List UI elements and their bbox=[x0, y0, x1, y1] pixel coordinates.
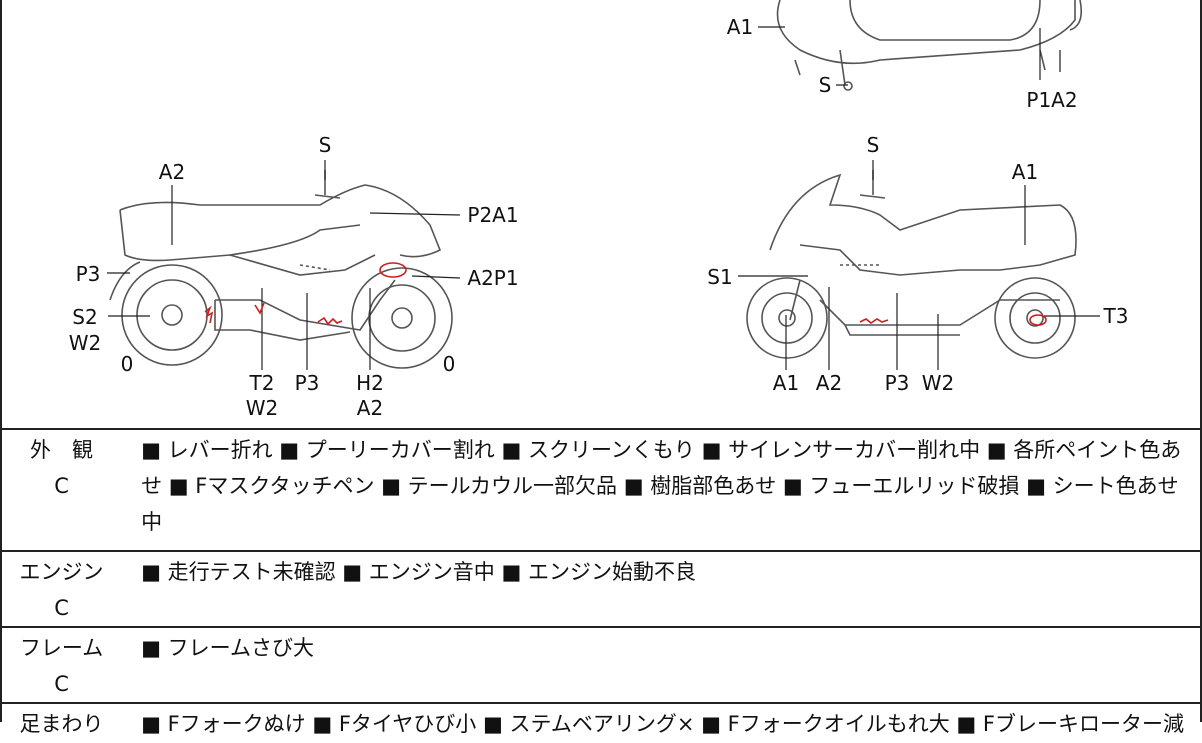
part-label: H2 bbox=[356, 371, 384, 395]
part-label: A1 bbox=[726, 15, 754, 39]
damage-diagram: A1 S P1A2 S A2 P2A1 P3 A2P1 S2 W2 0 0 T2… bbox=[68, 0, 1129, 420]
part-label: P1A2 bbox=[1026, 88, 1078, 112]
part-label: P3 bbox=[75, 262, 101, 286]
condition-row-frame: フレーム C ■ フレームさび大 bbox=[0, 626, 1202, 703]
condition-items: ■ レバー折れ ■ プーリーカバー割れ ■ スクリーンくもり ■ サイレンサーカ… bbox=[123, 428, 1202, 551]
leader-lines bbox=[107, 26, 1100, 370]
part-label: S bbox=[818, 73, 832, 97]
category-label: 外 観 bbox=[30, 438, 94, 462]
condition-items: ■ Fフォークぬけ ■ Fタイヤひび小 ■ ステムベアリング× ■ Fフォークオ… bbox=[123, 702, 1202, 743]
part-label: A2 bbox=[158, 160, 186, 184]
condition-row-exterior: 外 観 C ■ レバー折れ ■ プーリーカバー割れ ■ スクリーンくもり ■ サイ… bbox=[0, 428, 1202, 551]
part-label: S2 bbox=[72, 305, 98, 329]
part-label: T2 bbox=[249, 371, 275, 395]
condition-row-engine: エンジン C ■ 走行テスト未確認 ■ エンジン音中 ■ エンジン始動不良 bbox=[0, 550, 1202, 627]
part-label: S bbox=[318, 133, 332, 157]
top-view-motorcycle bbox=[776, 0, 1083, 91]
part-label: P3 bbox=[884, 371, 910, 395]
category-label: フレーム bbox=[19, 636, 104, 660]
part-label: S bbox=[866, 133, 880, 157]
part-label: P2A1 bbox=[467, 203, 519, 227]
part-label: W2 bbox=[921, 371, 955, 395]
part-label: S1 bbox=[707, 265, 733, 289]
condition-items: ■ フレームさび大 bbox=[123, 626, 1202, 703]
part-label: A2 bbox=[815, 371, 843, 395]
left-view-motorcycle bbox=[109, 170, 453, 369]
part-label: A1 bbox=[772, 371, 800, 395]
right-view-motorcycle bbox=[746, 170, 1077, 359]
grade-label: C bbox=[54, 474, 69, 498]
tire-tread-value: 0 bbox=[442, 352, 456, 376]
category-label: エンジン bbox=[19, 560, 104, 584]
category-cell: エンジン C bbox=[0, 550, 124, 627]
tire-tread-value: 0 bbox=[120, 352, 134, 376]
part-label: A2 bbox=[356, 396, 384, 420]
category-cell: フレーム C bbox=[0, 626, 124, 703]
condition-items: ■ 走行テスト未確認 ■ エンジン音中 ■ エンジン始動不良 bbox=[123, 550, 1202, 627]
damage-marks bbox=[204, 262, 1047, 326]
part-label: W2 bbox=[245, 396, 279, 420]
category-cell: 外 観 C bbox=[0, 428, 124, 551]
motorcycle-drawings bbox=[107, 0, 1100, 370]
part-label: A1 bbox=[1011, 160, 1039, 184]
category-label: 足まわり bbox=[19, 712, 104, 736]
part-label: A2P1 bbox=[467, 266, 519, 290]
condition-row-suspension: 足まわり ■ Fフォークぬけ ■ Fタイヤひび小 ■ ステムベアリング× ■ F… bbox=[0, 702, 1202, 743]
part-label: T3 bbox=[1103, 304, 1129, 328]
category-cell: 足まわり bbox=[0, 702, 124, 743]
grade-label: C bbox=[54, 596, 69, 620]
condition-table: 外 観 C ■ レバー折れ ■ プーリーカバー割れ ■ スクリーンくもり ■ サイ… bbox=[0, 428, 1202, 743]
part-label: P3 bbox=[294, 371, 320, 395]
part-label: W2 bbox=[68, 331, 102, 355]
sheet-frame bbox=[0, 0, 1202, 722]
grade-label: C bbox=[54, 672, 69, 696]
